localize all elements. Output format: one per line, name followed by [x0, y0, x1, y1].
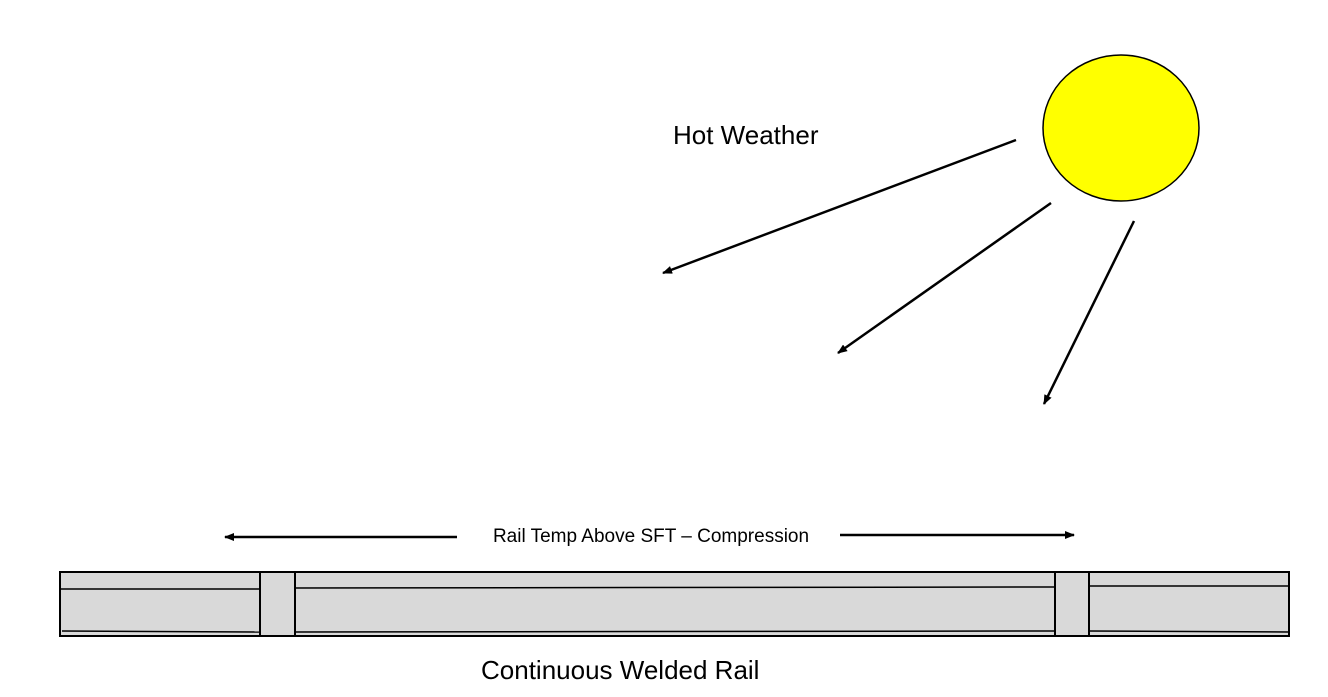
rail-top-line [294, 586, 1056, 589]
rail-body [59, 571, 1290, 637]
rail-bottom-line [1088, 630, 1290, 633]
sun [1042, 54, 1200, 202]
rail [59, 571, 1290, 637]
rail-bottom-line [61, 630, 261, 633]
compression-label: Rail Temp Above SFT – Compression [493, 526, 809, 547]
sun-ray-arrow-1 [662, 138, 1017, 275]
rail-bottom-line [294, 630, 1056, 633]
rail-label: Continuous Welded Rail [481, 655, 759, 685]
rail-joint-right [1054, 571, 1090, 637]
rail-joint-left [259, 571, 296, 637]
hot-weather-label: Hot Weather [673, 120, 819, 150]
sun-ray-arrow-3 [1042, 220, 1136, 405]
sun-ray-arrow-2 [837, 201, 1052, 355]
